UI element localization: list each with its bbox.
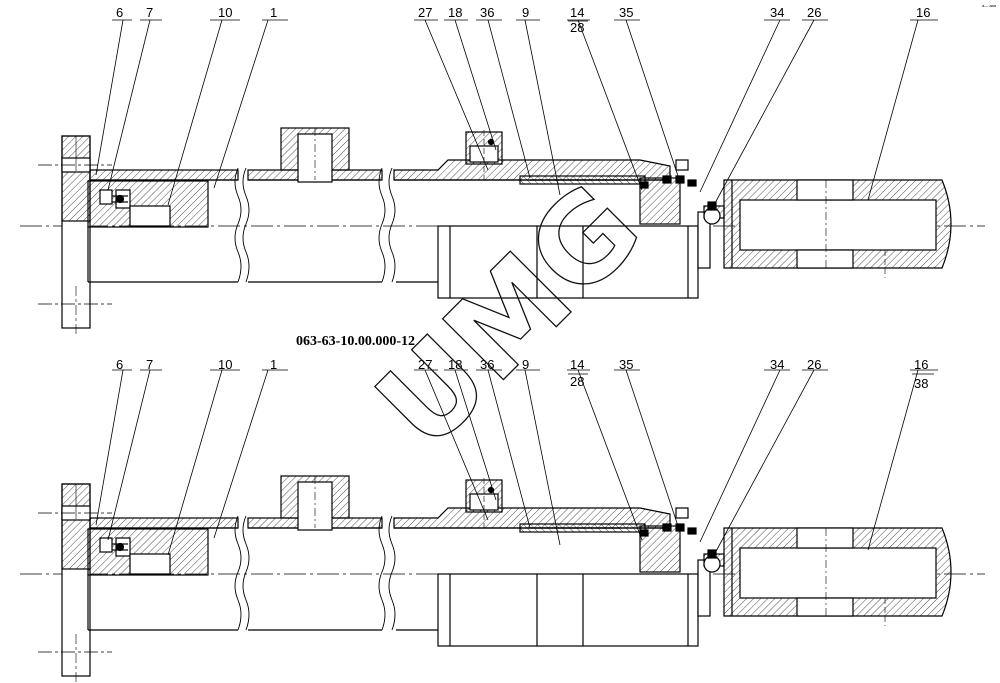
- callout-28: 28: [570, 20, 584, 35]
- callout-18: 18: [448, 357, 462, 372]
- callout-10: 10: [218, 5, 232, 20]
- callout-14: 14: [570, 357, 584, 372]
- callout-7: 7: [146, 357, 153, 372]
- callout-dividers: [568, 20, 934, 375]
- callout-27: 27: [418, 5, 432, 20]
- callout-28: 28: [570, 374, 584, 389]
- callout-1: 1: [270, 357, 277, 372]
- callout-10: 10: [218, 357, 232, 372]
- callout-35: 35: [619, 357, 633, 372]
- callout-35: 35: [619, 5, 633, 20]
- callout-9: 9: [522, 5, 529, 20]
- callout-1: 1: [270, 5, 277, 20]
- corner-mark: a— aaa: [982, 3, 997, 8]
- callout-16: 16: [914, 357, 928, 372]
- callout-6: 6: [116, 357, 123, 372]
- callout-9: 9: [522, 357, 529, 372]
- callout-34: 34: [770, 5, 784, 20]
- callout-18: 18: [448, 5, 462, 20]
- callout-26: 26: [807, 5, 821, 20]
- callouts-top: 6 7 10 1 27 18 36 9 14 28 35 34 26 16: [116, 5, 930, 35]
- callout-38: 38: [914, 376, 928, 391]
- callout-7: 7: [146, 5, 153, 20]
- watermark: UMG: [350, 158, 667, 475]
- callouts-bottom: 6 7 10 1 27 18 36 9 14 28 35 34 26 16 38: [116, 357, 928, 391]
- callout-36: 36: [480, 357, 494, 372]
- callout-27: 27: [418, 357, 432, 372]
- callout-36: 36: [480, 5, 494, 20]
- callout-16: 16: [916, 5, 930, 20]
- callout-14: 14: [570, 5, 584, 20]
- callout-34: 34: [770, 357, 784, 372]
- callout-6: 6: [116, 5, 123, 20]
- callout-26: 26: [807, 357, 821, 372]
- drawing-code: 063-63-10.00.000-12: [296, 334, 415, 349]
